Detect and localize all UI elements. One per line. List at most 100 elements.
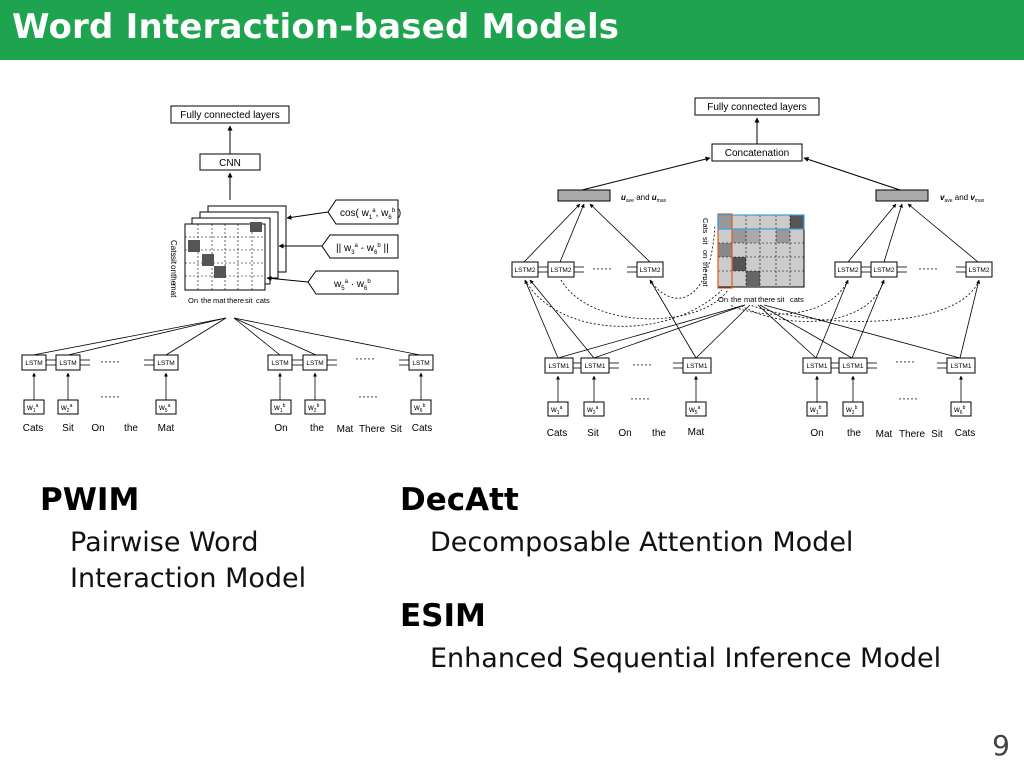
lstm2-label: LSTM2 xyxy=(838,267,859,274)
dots: ····· xyxy=(898,391,918,405)
lstm-label: LSTM xyxy=(25,360,42,367)
esim-row-label: Cats xyxy=(701,218,710,234)
pwim-word: Sit xyxy=(390,424,402,435)
lstm-label: LSTM xyxy=(59,360,76,367)
pwim-row-label: the xyxy=(169,274,178,286)
esim-word: Cats xyxy=(955,428,976,439)
dots: ····· xyxy=(355,351,375,365)
model-desc-pwim-line1: Pairwise Word xyxy=(70,527,259,558)
model-name-decatt: DecAtt xyxy=(400,482,519,518)
svg-text:vave and vmax: vave and vmax xyxy=(940,193,985,204)
svg-text:|| w3a - w6b ||: || w3a - w6b || xyxy=(336,243,389,256)
v-label: v xyxy=(940,193,945,202)
lstm2-label: LSTM2 xyxy=(969,267,990,274)
lstm1-label: LSTM1 xyxy=(807,363,828,370)
lstm-label: LSTM xyxy=(412,360,429,367)
pwim-lstm-row-b: LSTM LSTM LSTM ····· ····· xyxy=(267,351,434,403)
esim-row-label: mat xyxy=(701,274,710,287)
lstm2-label: LSTM2 xyxy=(515,267,536,274)
pwim-word: the xyxy=(310,423,324,434)
esim-row-label: on xyxy=(701,250,710,258)
dots: ····· xyxy=(100,354,120,368)
pwim-col-label: On xyxy=(188,296,198,305)
and-label: and xyxy=(636,193,649,202)
max-sub: max xyxy=(657,198,667,204)
esim-word: Mat xyxy=(876,429,893,440)
max-sub: max xyxy=(975,198,985,204)
pwim-word: the xyxy=(124,423,138,434)
pwim-word: Cats xyxy=(23,423,44,434)
svg-text:w1b: w1b xyxy=(273,403,286,414)
pwim-row-label: sit xyxy=(169,256,178,265)
svg-text:w5a: w5a xyxy=(688,405,701,416)
u-label: u xyxy=(652,193,657,202)
pwim-sim-l2: || w xyxy=(336,243,352,254)
svg-text:w2b: w2b xyxy=(307,403,320,414)
pwim-interaction-cube xyxy=(184,205,287,291)
svg-text:w1b: w1b xyxy=(809,405,822,416)
pwim-col-label: sit xyxy=(245,296,253,305)
dots: ····· xyxy=(918,261,938,275)
pwim-row-label: on xyxy=(169,265,178,274)
pwim-word: On xyxy=(91,423,104,434)
and-label: and xyxy=(955,193,968,202)
svg-text:w1a: w1a xyxy=(550,405,563,416)
lstm1-label: LSTM1 xyxy=(843,363,864,370)
pwim-sim-dot: w xyxy=(333,279,342,290)
esim-concat-box: Concatenation xyxy=(725,148,790,159)
u-label: u xyxy=(621,193,626,202)
esim-col-label: there xyxy=(758,295,775,304)
model-desc-pwim-line2: Interaction Model xyxy=(70,563,307,594)
esim-word: There xyxy=(899,429,926,440)
dots: ····· xyxy=(895,354,915,368)
pwim-col-label: the xyxy=(201,296,211,305)
lstm1-label: LSTM1 xyxy=(687,363,708,370)
svg-text:w5a · w6b: w5a · w6b xyxy=(333,279,371,292)
esim-word: Sit xyxy=(587,428,599,439)
pwim-word: Cats xyxy=(412,423,433,434)
esim-fc-box: Fully connected layers xyxy=(707,102,807,113)
esim-diagram: Fully connected layers Concatenation uav… xyxy=(511,97,993,440)
pwim-row-label: Cats xyxy=(169,240,178,256)
lstm2-label: LSTM2 xyxy=(640,267,661,274)
pwim-lstm-row-a: LSTM LSTM LSTM ····· ····· xyxy=(21,354,179,403)
pwim-col-label: cats xyxy=(256,296,270,305)
dots: ····· xyxy=(358,389,378,403)
pwim-sim-cos: cos( w xyxy=(340,208,370,219)
slide-title: Word Interaction-based Models xyxy=(12,7,620,47)
model-desc-decatt: Decomposable Attention Model xyxy=(430,527,854,558)
pwim-cnn-box: CNN xyxy=(219,158,241,169)
dots: ····· xyxy=(630,391,650,405)
pwim-diagram: Fully connected layers CNN Cats sit on t… xyxy=(21,105,434,435)
esim-word: On xyxy=(618,428,631,439)
esim-attention-matrix xyxy=(717,213,805,289)
model-desc-esim: Enhanced Sequential Inference Model xyxy=(430,643,942,674)
esim-word: Sit xyxy=(931,429,943,440)
ave-sub: ave xyxy=(626,198,634,204)
esim-lstm2-row: LSTM2 LSTM2 LSTM2 LSTM2 LSTM2 LSTM2 ····… xyxy=(511,261,993,278)
svg-text:uave and umax: uave and umax xyxy=(621,193,667,204)
lstm1-label: LSTM1 xyxy=(549,363,570,370)
esim-word: the xyxy=(652,428,666,439)
v-label: v xyxy=(970,193,975,202)
lstm2-label: LSTM2 xyxy=(874,267,895,274)
esim-col-label: mat xyxy=(744,295,757,304)
esim-col-label: On xyxy=(718,295,728,304)
pwim-word: Mat xyxy=(158,423,175,434)
esim-row-label: sit xyxy=(701,237,710,245)
svg-text:cos( w1a, w6b ): cos( w1a, w6b ) xyxy=(340,208,401,221)
lstm-label: LSTM xyxy=(306,360,323,367)
esim-col-label: sit xyxy=(777,295,785,304)
pwim-fc-box: Fully connected layers xyxy=(180,110,280,121)
esim-word: the xyxy=(847,428,861,439)
esim-word: On xyxy=(810,428,823,439)
svg-text:w6b: w6b xyxy=(413,403,426,414)
svg-text:w2a: w2a xyxy=(60,403,73,414)
model-name-esim: ESIM xyxy=(400,598,486,634)
ave-sub: ave xyxy=(944,198,952,204)
model-name-pwim: PWIM xyxy=(40,482,140,518)
pwim-word: Sit xyxy=(62,423,74,434)
pwim-row-label: mat xyxy=(169,284,178,298)
esim-word: Cats xyxy=(547,428,568,439)
lstm1-label: LSTM1 xyxy=(951,363,972,370)
